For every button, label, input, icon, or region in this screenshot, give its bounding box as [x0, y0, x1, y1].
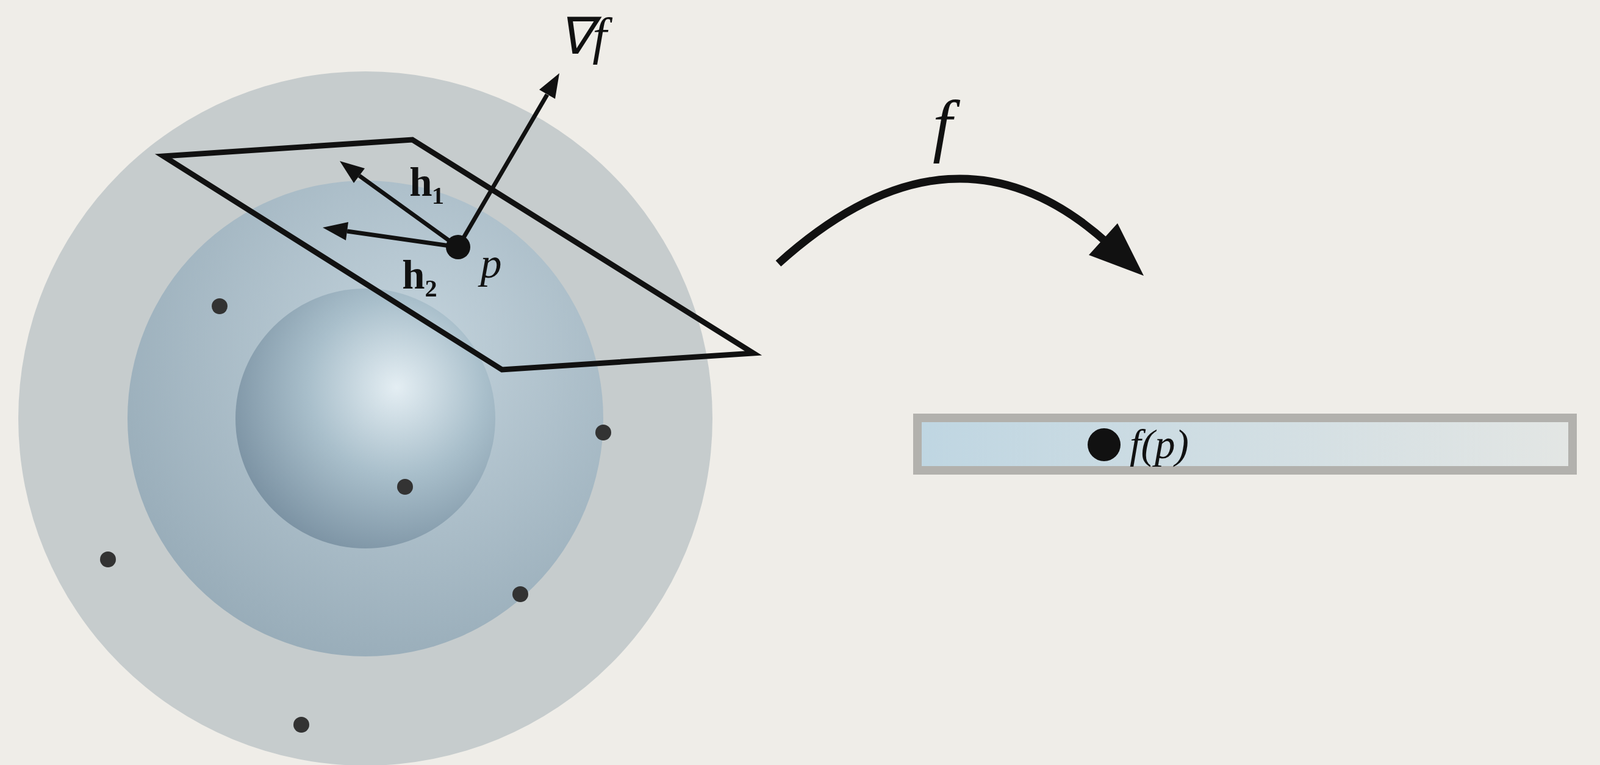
gradient-label: ∇f	[558, 10, 607, 63]
arrow-head	[1088, 223, 1144, 276]
vector-label: h₂	[401, 254, 437, 296]
sample-point	[595, 424, 612, 441]
sample-point	[100, 551, 116, 568]
gradient-arrow	[458, 94, 548, 248]
middle-level-set	[127, 180, 604, 657]
inner-level-set	[235, 288, 496, 549]
arrow-head	[322, 222, 349, 241]
point-label: p	[480, 242, 503, 285]
point-p	[445, 234, 471, 260]
codomain-bar: f(p)	[913, 413, 1577, 475]
map-label: f	[932, 90, 953, 161]
sample-point	[211, 298, 228, 315]
sample-point	[512, 586, 529, 603]
tangent-vector-arrow	[347, 231, 459, 248]
vector-label: h₁	[409, 161, 445, 203]
arrow-head	[339, 161, 365, 183]
sample-points	[100, 298, 612, 733]
codomain-bar	[917, 417, 1573, 471]
outer-level-set	[18, 71, 713, 765]
arrow-head	[539, 73, 560, 99]
image-point	[1087, 428, 1121, 462]
tangent-plane	[163, 139, 754, 370]
value-label: f(p)	[1129, 423, 1189, 465]
sample-point	[293, 716, 310, 733]
vectors	[322, 73, 560, 248]
sample-point	[397, 478, 413, 495]
map-arrow	[778, 178, 1108, 264]
